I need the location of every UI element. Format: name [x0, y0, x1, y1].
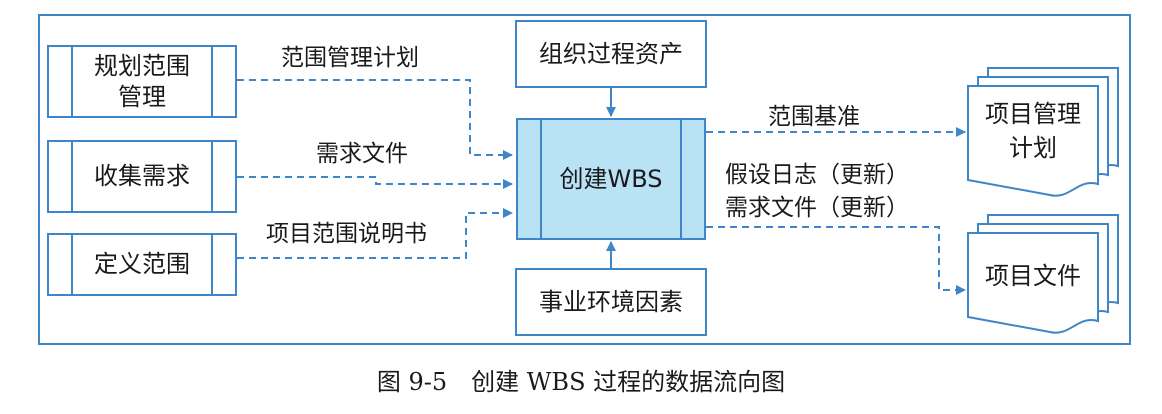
arrow-scope-plan	[237, 79, 513, 160]
figure-caption: 图 9-5 创建 WBS 过程的数据流向图	[376, 368, 786, 396]
label-assumption-log-update: 假设日志（更新）	[725, 162, 909, 188]
document-stack-plan	[967, 67, 1119, 197]
label-scope-statement: 项目范围说明书	[266, 221, 427, 247]
output-project-management-plan-line2: 计划	[1009, 134, 1057, 162]
process-plan-scope: 规划范围 管理	[47, 45, 237, 118]
document-stack-docs	[967, 214, 1119, 334]
process-define-scope: 定义范围	[47, 233, 237, 296]
process-collect-requirements: 收集需求	[47, 140, 237, 213]
label-requirements-document: 需求文件	[316, 141, 408, 167]
label-requirements-update: 需求文件（更新）	[725, 195, 909, 221]
output-project-management-plan-line1: 项目管理	[985, 100, 1081, 128]
output-project-documents: 项目文件	[985, 262, 1081, 290]
arrow-scope-statement	[237, 208, 513, 259]
arrow-requirements	[237, 176, 513, 189]
label-scope-baseline: 范围基准	[768, 104, 860, 130]
diagram-frame	[38, 14, 1131, 345]
label-scope-management-plan: 范围管理计划	[281, 45, 419, 71]
arrow-project-docs	[706, 226, 966, 295]
input-org-process-assets: 组织过程资产	[515, 20, 707, 88]
input-enterprise-env-factors: 事业环境因素	[515, 268, 707, 336]
process-create-wbs: 创建WBS	[516, 118, 706, 240]
